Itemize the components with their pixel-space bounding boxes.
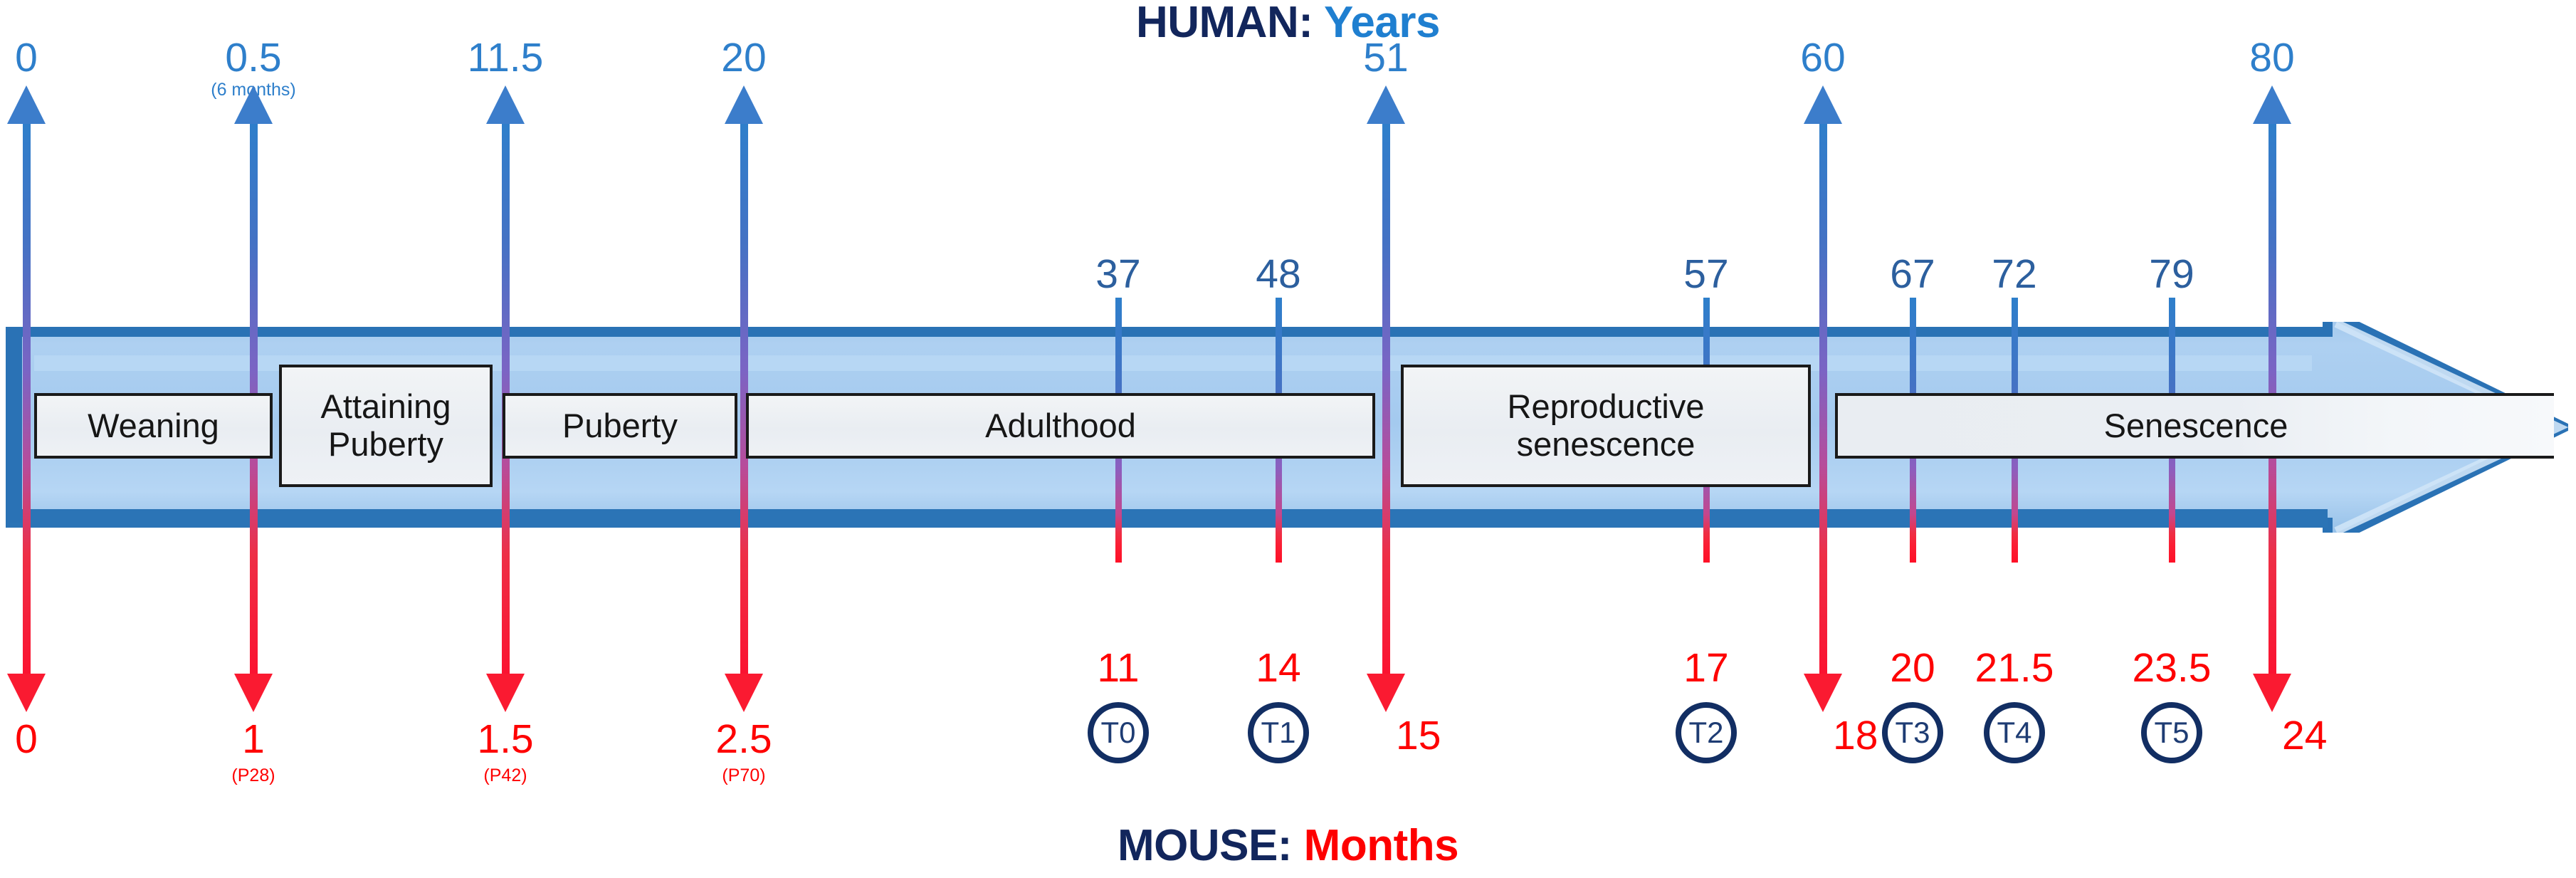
arrowhead-down-1.5 [486,674,525,712]
timepoint-circle-t3: T3 [1882,702,1943,763]
title-human-species: HUMAN: [1135,0,1313,47]
mouse-value-label-1: 1 [242,716,265,762]
arrowhead-up-11.5 [486,85,525,124]
mouse-value-label-17: 17 [1683,645,1729,691]
arrowhead-up-51 [1367,85,1405,124]
arrowhead-up-0 [7,85,46,124]
human-value-label-67: 67 [1890,251,1935,297]
arrowhead-down-15 [1367,674,1405,712]
page-title-mouse: MOUSE: Months [0,820,2576,871]
stage-box-weaning: Weaning [34,393,273,459]
mouse-sub-label-2.5: (P70) [722,765,766,785]
mouse-sub-label-1: (P28) [231,765,275,785]
marker-span-line-60 [1819,120,1827,678]
title-mouse-species: MOUSE: [1117,821,1293,870]
timepoint-circle-t4: T4 [1984,702,2045,763]
human-value-label-0.5: 0.5 [225,35,282,80]
arrowhead-down-1 [234,674,273,712]
human-value-label-37: 37 [1095,251,1141,297]
mouse-value-label-24: 24 [2282,713,2328,758]
mouse-value-label-11: 11 [1097,645,1140,691]
title-human-unit: Years [1323,0,1441,47]
mouse-value-label-21.5: 21.5 [1975,645,2054,691]
arrowhead-up-0.5 [234,85,273,124]
arrowhead-up-80 [2253,85,2291,124]
stage-box-senescence: Senescence [1835,393,2554,459]
stage-box-adulthood: Adulthood [746,393,1375,459]
stage-box-label: Weaning [88,406,219,444]
human-value-label-20: 20 [721,35,767,80]
timepoint-circle-t0: T0 [1088,702,1149,763]
tick-bottom-21.5 [2012,533,2018,563]
arrowhead-up-20 [725,85,763,124]
tick-bottom-17 [1703,533,1710,563]
human-value-label-79: 79 [2149,251,2194,297]
mouse-value-label-15: 15 [1396,713,1441,758]
mouse-sub-label-1.5: (P42) [483,765,527,785]
mouse-value-label-2.5: 2.5 [715,716,772,762]
stage-box-label: Adulthood [985,406,1136,444]
timepoint-circle-t2: T2 [1676,702,1737,763]
timepoint-circle-t1: T1 [1248,702,1309,763]
mouse-value-label-14: 14 [1256,645,1301,691]
human-value-label-72: 72 [1992,251,2037,297]
tick-bottom-11 [1115,533,1122,563]
tick-bottom-23.5 [2169,533,2175,563]
stage-box-label: Senescence [2103,406,2288,444]
human-value-label-0: 0 [15,35,38,80]
human-value-label-60: 60 [1800,35,1846,80]
arrowhead-up-60 [1804,85,1842,124]
tick-bottom-14 [1276,533,1282,563]
arrowhead-down-2.5 [725,674,763,712]
human-value-label-80: 80 [2249,35,2295,80]
title-mouse-unit: Months [1303,821,1459,870]
arrowhead-down-18 [1804,674,1842,712]
marker-span-line-0 [23,120,31,678]
human-value-label-51: 51 [1363,35,1409,80]
arrowhead-down-24 [2253,674,2291,712]
stage-box-puberty: Puberty [503,393,737,459]
mouse-value-label-18: 18 [1833,713,1878,758]
tick-bottom-20 [1910,533,1916,563]
mouse-value-label-0: 0 [15,716,38,762]
human-value-label-11.5: 11.5 [467,35,544,80]
marker-span-line-20 [740,120,748,678]
timepoint-circle-t5: T5 [2141,702,2202,763]
mouse-value-label-23.5: 23.5 [2132,645,2212,691]
human-value-label-48: 48 [1256,251,1301,297]
mouse-value-label-1.5: 1.5 [477,716,534,762]
human-value-label-57: 57 [1683,251,1729,297]
page-title-human: HUMAN: Years [0,0,2576,48]
mouse-value-label-20: 20 [1890,645,1935,691]
arrowhead-down-0 [7,674,46,712]
marker-span-line-51 [1382,120,1390,678]
stage-box-label: Puberty [562,406,678,444]
